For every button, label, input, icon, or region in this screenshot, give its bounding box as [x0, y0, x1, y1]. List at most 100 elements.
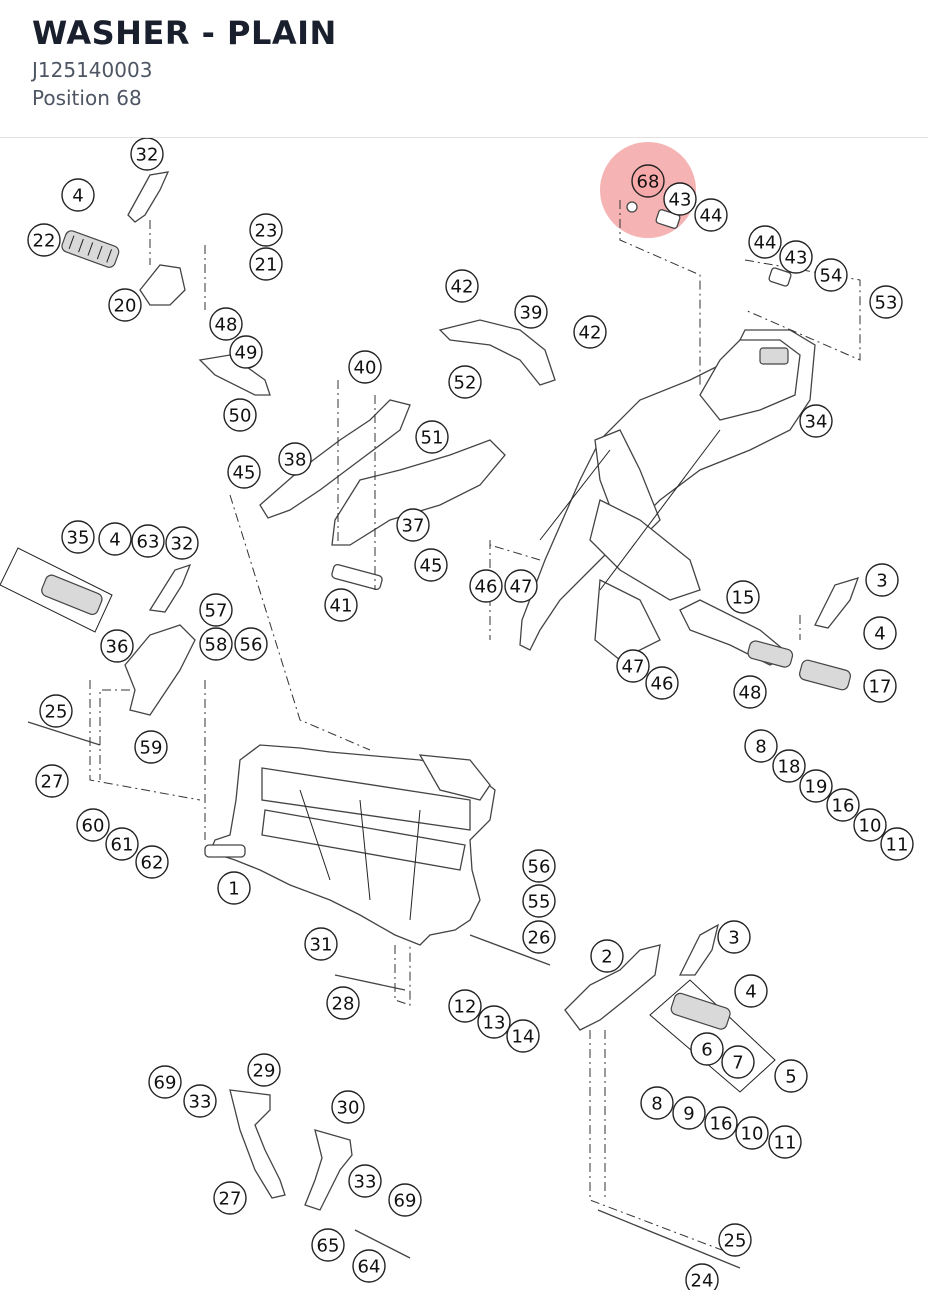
callout-62[interactable]: 62: [135, 845, 169, 879]
callout-56[interactable]: 56: [522, 849, 556, 883]
callout-43[interactable]: 43: [663, 182, 697, 216]
callout-11[interactable]: 11: [880, 827, 914, 861]
callout-number: 62: [141, 853, 164, 874]
callout-number: 46: [651, 674, 674, 695]
position-label: Position 68: [32, 86, 142, 110]
callout-number: 13: [483, 1013, 506, 1034]
callout-33[interactable]: 33: [183, 1084, 217, 1118]
callout-12[interactable]: 12: [448, 989, 482, 1023]
callout-55[interactable]: 55: [522, 884, 556, 918]
callout-63[interactable]: 63: [131, 524, 165, 558]
callout-27[interactable]: 27: [35, 764, 69, 798]
callout-21[interactable]: 21: [249, 247, 283, 281]
callout-48[interactable]: 48: [209, 307, 243, 341]
callout-38[interactable]: 38: [278, 442, 312, 476]
callout-42[interactable]: 42: [573, 315, 607, 349]
callout-16[interactable]: 16: [704, 1106, 738, 1140]
callout-number: 25: [45, 702, 68, 723]
header: WASHER - PLAIN J125140003 Position 68: [0, 0, 928, 138]
callout-39[interactable]: 39: [514, 295, 548, 329]
callout-5[interactable]: 5: [774, 1059, 808, 1093]
callout-68[interactable]: 68: [631, 164, 665, 198]
callout-25[interactable]: 25: [718, 1223, 752, 1257]
callout-number: 26: [528, 928, 551, 949]
callout-47[interactable]: 47: [504, 569, 538, 603]
callout-42[interactable]: 42: [445, 269, 479, 303]
callout-28[interactable]: 28: [326, 986, 360, 1020]
callout-61[interactable]: 61: [105, 827, 139, 861]
callout-15[interactable]: 15: [726, 580, 760, 614]
callout-2[interactable]: 2: [590, 939, 624, 973]
callout-25[interactable]: 25: [39, 694, 73, 728]
callout-4[interactable]: 4: [863, 616, 897, 650]
callout-53[interactable]: 53: [869, 285, 903, 319]
callout-45[interactable]: 45: [227, 455, 261, 489]
callout-57[interactable]: 57: [199, 593, 233, 627]
callout-6[interactable]: 6: [690, 1032, 724, 1066]
callout-50[interactable]: 50: [223, 398, 257, 432]
callout-9[interactable]: 9: [672, 1096, 706, 1130]
callout-36[interactable]: 36: [100, 629, 134, 663]
callout-3[interactable]: 3: [717, 920, 751, 954]
callout-13[interactable]: 13: [477, 1005, 511, 1039]
callout-10[interactable]: 10: [735, 1116, 769, 1150]
callout-56[interactable]: 56: [234, 627, 268, 661]
callout-3[interactable]: 3: [865, 563, 899, 597]
callout-16[interactable]: 16: [826, 788, 860, 822]
assembly-leader-lines: [89, 200, 861, 1256]
callout-45[interactable]: 45: [414, 548, 448, 582]
callout-35[interactable]: 35: [61, 520, 95, 554]
callout-58[interactable]: 58: [199, 627, 233, 661]
callout-33[interactable]: 33: [348, 1164, 382, 1198]
callout-8[interactable]: 8: [744, 729, 778, 763]
callout-48[interactable]: 48: [733, 675, 767, 709]
callout-44[interactable]: 44: [694, 198, 728, 232]
callout-32[interactable]: 32: [130, 138, 164, 171]
callout-27[interactable]: 27: [213, 1181, 247, 1215]
callout-22[interactable]: 22: [27, 223, 61, 257]
callout-43[interactable]: 43: [779, 240, 813, 274]
callout-19[interactable]: 19: [799, 769, 833, 803]
callout-7[interactable]: 7: [721, 1045, 755, 1079]
callout-69[interactable]: 69: [388, 1183, 422, 1217]
callout-29[interactable]: 29: [247, 1053, 281, 1087]
callout-number: 11: [886, 835, 909, 856]
callout-47[interactable]: 47: [616, 649, 650, 683]
callout-10[interactable]: 10: [853, 808, 887, 842]
callout-11[interactable]: 11: [768, 1125, 802, 1159]
callout-31[interactable]: 31: [304, 927, 338, 961]
callout-4[interactable]: 4: [734, 974, 768, 1008]
callout-number: 10: [859, 816, 882, 837]
callout-46[interactable]: 46: [469, 569, 503, 603]
callout-1[interactable]: 1: [217, 871, 251, 905]
callout-32[interactable]: 32: [165, 526, 199, 560]
callout-44[interactable]: 44: [748, 225, 782, 259]
callout-14[interactable]: 14: [506, 1019, 540, 1053]
callout-49[interactable]: 49: [229, 335, 263, 369]
callout-number: 4: [109, 530, 120, 551]
callout-54[interactable]: 54: [814, 258, 848, 292]
callout-4[interactable]: 4: [61, 178, 95, 212]
callout-18[interactable]: 18: [772, 749, 806, 783]
callout-64[interactable]: 64: [352, 1249, 386, 1283]
callout-51[interactable]: 51: [415, 420, 449, 454]
callout-69[interactable]: 69: [148, 1065, 182, 1099]
callout-23[interactable]: 23: [249, 213, 283, 247]
callout-20[interactable]: 20: [108, 288, 142, 322]
callout-8[interactable]: 8: [640, 1086, 674, 1120]
callout-30[interactable]: 30: [331, 1090, 365, 1124]
callout-46[interactable]: 46: [645, 666, 679, 700]
callout-17[interactable]: 17: [863, 669, 897, 703]
callout-37[interactable]: 37: [396, 508, 430, 542]
callout-60[interactable]: 60: [76, 808, 110, 842]
callout-41[interactable]: 41: [324, 588, 358, 622]
callout-34[interactable]: 34: [799, 404, 833, 438]
callout-65[interactable]: 65: [311, 1228, 345, 1262]
callout-59[interactable]: 59: [134, 730, 168, 764]
callout-24[interactable]: 24: [685, 1263, 719, 1290]
callout-26[interactable]: 26: [522, 920, 556, 954]
callout-4[interactable]: 4: [98, 522, 132, 556]
callout-40[interactable]: 40: [348, 350, 382, 384]
callout-52[interactable]: 52: [448, 365, 482, 399]
callout-number: 53: [875, 293, 898, 314]
